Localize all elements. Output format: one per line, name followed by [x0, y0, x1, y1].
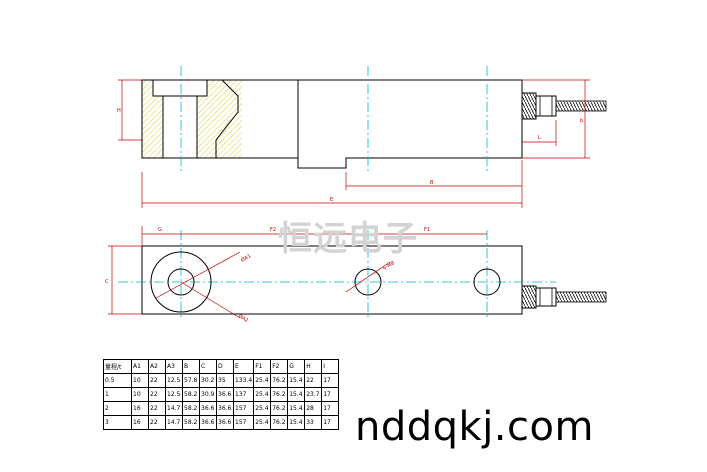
col-header: F2: [270, 359, 289, 374]
col-header: H: [304, 359, 323, 374]
dim-thread: 6-M8: [382, 260, 396, 271]
table-cell: 12.5: [165, 387, 183, 402]
table-cell: 23.7: [304, 387, 323, 402]
table-cell: 33: [304, 415, 323, 430]
table-cell: 137: [232, 387, 255, 402]
counterbore-outer: [150, 251, 212, 313]
table-cell: 14.7: [165, 401, 183, 416]
table-cell: 10: [131, 387, 149, 402]
table-cell: 36.6: [216, 415, 234, 430]
col-header: F1: [253, 359, 272, 374]
table-cell: 15.4: [287, 387, 306, 402]
dim-L: L: [538, 135, 541, 141]
table-cell: 36.6: [216, 401, 234, 416]
col-header: G: [287, 359, 306, 374]
table-cell: 22: [148, 401, 166, 416]
table-cell: 30.9: [199, 387, 217, 402]
table-cell: 17: [321, 387, 340, 402]
top-view: G F2 F1 C ØA1 ØA2 6-M8: [105, 226, 607, 324]
table-cell: 25.4: [253, 387, 272, 402]
dim-C: C: [105, 279, 109, 285]
counterbore-inner: [167, 268, 195, 296]
watermark: 恒远电子: [278, 219, 418, 259]
table-cell: 35: [216, 373, 234, 388]
table-cell: 58.2: [182, 415, 200, 430]
table-cell: 57.8: [182, 373, 200, 388]
table-cell: 12.5: [165, 373, 183, 388]
table-cell: 15.4: [287, 401, 306, 416]
table-cell: 28: [304, 401, 323, 416]
col-header: E: [232, 359, 255, 374]
table-cell: 157: [232, 415, 255, 430]
col-header: C: [199, 359, 217, 374]
col-header: A3: [165, 359, 183, 374]
dim-H: H: [117, 108, 121, 114]
col-header: A2: [148, 359, 166, 374]
table-cell: 25.4: [253, 401, 272, 416]
col-header: D: [216, 359, 234, 374]
load-hole-1: [354, 268, 382, 296]
dim-E: E: [330, 197, 333, 203]
dim-G: G: [158, 227, 162, 233]
table-cell: 76.2: [270, 401, 289, 416]
dim-b: b: [580, 118, 583, 124]
table-cell: 25.4: [253, 415, 272, 430]
website-url: nddqkj.com: [355, 404, 594, 450]
table-cell: 15.4: [287, 415, 306, 430]
table-cell: 22: [148, 373, 166, 388]
table-cell: 36.6: [199, 401, 217, 416]
table-cell: 14.7: [165, 415, 183, 430]
table-cell: 17: [321, 373, 340, 388]
table-cell: 1: [103, 387, 132, 402]
table-cell: 157: [232, 401, 255, 416]
table-cell: 16: [131, 415, 149, 430]
spec-header-row: 量程/t A1 A2 A3 B C D E F1 F2 G H I: [103, 359, 340, 374]
table-cell: 17: [321, 415, 340, 430]
table-cell: 76.2: [270, 415, 289, 430]
top-body-outline: [141, 245, 523, 315]
table-cell: 76.2: [270, 373, 289, 388]
side-view: H E B b L: [117, 66, 607, 208]
dim-A2: ØA2: [237, 313, 250, 324]
dim-F2: F2: [270, 227, 276, 233]
table-cell: 17: [321, 401, 340, 416]
col-header: A1: [131, 359, 149, 374]
dim-F1: F1: [424, 227, 430, 233]
cable-gland-side: [521, 92, 607, 120]
section-hole: [162, 95, 198, 159]
table-cell: 22: [148, 415, 166, 430]
table-cell: 2: [103, 401, 132, 416]
table-cell: 16: [131, 401, 149, 416]
table-cell: 0.5: [103, 373, 132, 388]
table-cell: 10: [131, 373, 149, 388]
table-cell: 25.4: [253, 373, 272, 388]
table-cell: 36.6: [216, 387, 234, 402]
col-header: B: [182, 359, 200, 374]
dim-A1: ØA1: [240, 252, 253, 263]
table-cell: 15.4: [287, 373, 306, 388]
table-cell: 76.2: [270, 387, 289, 402]
table-cell: 22: [148, 387, 166, 402]
load-hole-2: [473, 268, 501, 296]
table-cell: 36.6: [199, 415, 217, 430]
col-header: 量程/t: [103, 359, 132, 374]
table-cell: 58.2: [182, 401, 200, 416]
dim-B: B: [430, 180, 434, 186]
col-header: I: [321, 359, 340, 374]
table-cell: 3: [103, 415, 132, 430]
cable-gland-top: [521, 285, 607, 309]
table-cell: 30.2: [199, 373, 217, 388]
table-cell: 133.4: [232, 373, 255, 388]
table-cell: 58.2: [182, 387, 200, 402]
table-cell: 22: [304, 373, 323, 388]
